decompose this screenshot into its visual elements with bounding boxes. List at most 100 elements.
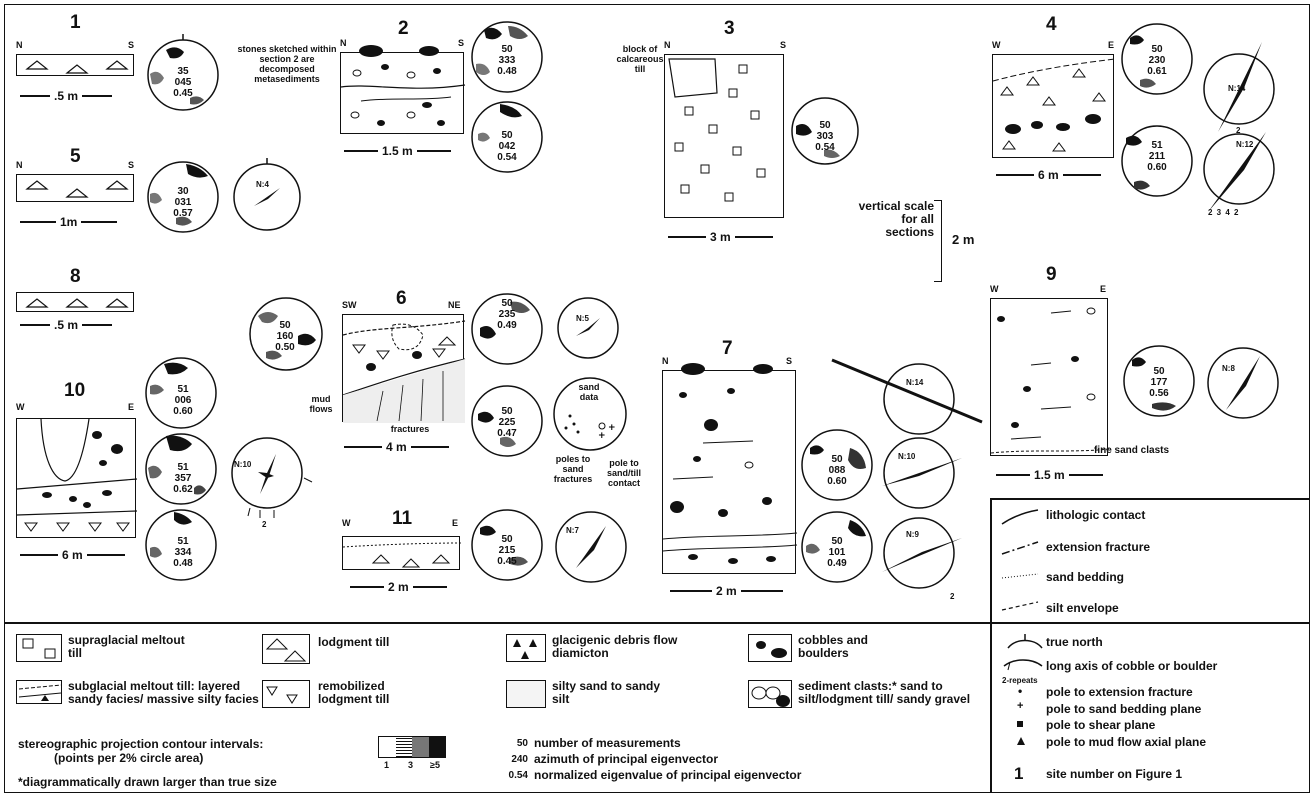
lodgment-swatch	[262, 634, 310, 664]
supraglacial-swatch	[16, 634, 62, 662]
site-7-rose-c-tick: 2	[950, 592, 955, 601]
site-2-left-dir: N	[340, 38, 347, 48]
site-6-rose-count: N:5	[576, 314, 589, 323]
site-10-stereonet-b	[145, 433, 217, 505]
site-3-number: 3	[724, 18, 735, 39]
legend-cobbles: cobbles and boulders	[798, 633, 869, 660]
site-9-scale: 1.5 m	[996, 468, 1103, 482]
lodgment-till-pattern	[25, 60, 129, 74]
site-1-stereonet	[147, 34, 219, 111]
site-4-scale: 6 m	[996, 168, 1101, 182]
site-9-section	[990, 298, 1110, 456]
site-5-number: 5	[70, 146, 81, 167]
figure-frame	[4, 4, 1310, 793]
site-6-scale: 4 m	[344, 440, 449, 454]
site-3-section-drawing	[668, 58, 766, 202]
site-6-stereonet-b	[471, 293, 543, 365]
site-7-scale: 2 m	[670, 584, 783, 598]
legend-sand-bedding: sand bedding	[1046, 570, 1124, 584]
site-6-stereonet-a	[249, 297, 323, 371]
contour-tick-5: ≥5	[430, 760, 440, 770]
site-5-scale: 1m	[20, 215, 118, 229]
site-11-right-dir: E	[452, 518, 459, 528]
pole-extension-marker: •	[1018, 684, 1023, 698]
legend-pole-extension: pole to extension fracture	[1046, 685, 1193, 699]
legend-extension-fracture: extension fracture	[1046, 540, 1151, 554]
site-8-scale: .5 m	[20, 318, 113, 332]
site-8-number: 8	[70, 266, 81, 287]
site-7-rose-diagram-b	[882, 437, 962, 509]
legend-silty-sand: silty sand to sandy silt	[552, 679, 661, 706]
site-4-stereonet-b	[1121, 125, 1193, 197]
site-3-section	[664, 54, 784, 218]
site-7-left-dir: N	[662, 356, 669, 366]
site-11-stereonet	[471, 509, 543, 581]
site-9-number: 9	[1046, 264, 1057, 285]
site-10-rose-tick: 2	[262, 520, 267, 529]
site-10-section	[16, 418, 138, 538]
subglacial-swatch	[16, 680, 62, 704]
site-1-section	[16, 54, 134, 76]
site-3-stereonet	[791, 97, 859, 165]
site-5-stereonet	[147, 161, 219, 233]
site-7-rose-b-count: N:10	[898, 452, 916, 461]
legend-silt-envelope: silt envelope	[1046, 601, 1119, 615]
svg-text:+: +	[598, 431, 606, 441]
debris-swatch	[506, 634, 546, 662]
remobilized-swatch	[262, 680, 310, 708]
site-4-rose-diagram-a	[1203, 42, 1275, 132]
site-7-rose-a-count: N:14	[906, 378, 924, 387]
legend-footnote: *diagrammatically drawn larger than true…	[18, 775, 277, 789]
silt-envelope-symbol	[1001, 601, 1039, 611]
site-2-stereonet-a	[471, 21, 543, 93]
site-2-section	[340, 45, 466, 134]
site-3-note: block of calcareous till	[616, 44, 664, 74]
site-6-fractures-label: fractures	[390, 424, 430, 434]
sediment-clasts-swatch	[748, 680, 792, 708]
legend-contour-sub: (points per 2% circle area)	[54, 751, 204, 765]
site-10-rose-count: N:10	[234, 460, 252, 469]
true-north-symbol	[1007, 634, 1043, 649]
site-11-rose-diagram	[555, 511, 627, 583]
pole-sand-marker: +	[1017, 700, 1024, 712]
site-9-rose-diagram	[1207, 347, 1279, 419]
site-11-left-dir: W	[342, 518, 351, 528]
vertical-scale-label: vertical scale for all sections	[858, 199, 934, 239]
site-6-section-drawing	[342, 320, 466, 423]
site-7-section	[662, 363, 798, 574]
site-5-rose-diagram	[233, 158, 301, 231]
right-legend-top-border	[990, 498, 1310, 500]
lodgment-till-pattern	[25, 180, 129, 198]
site-2-stereonet-b	[471, 101, 543, 173]
site-4-rose-a-tick: 2	[1236, 126, 1241, 135]
site-10-scale: 6 m	[20, 548, 125, 562]
site-3-scale: 3 m	[668, 230, 773, 244]
site-5-rose-count: N:4	[256, 180, 269, 189]
site-7-rose-c-count: N:9	[906, 530, 919, 539]
site-1-left-dir: N	[16, 40, 23, 50]
site-4-rose-b-count: N:12	[1236, 140, 1254, 149]
legend-pole-shear: pole to shear plane	[1046, 718, 1156, 732]
lodgment-till-pattern	[25, 298, 129, 308]
silty-sand-swatch	[506, 680, 546, 708]
site-9-section-drawing	[990, 307, 1110, 454]
site-9-rose-count: N:8	[1222, 364, 1235, 373]
key-n-value: 50	[516, 738, 528, 749]
legend-pole-mud-flow: pole to mud flow axial plane	[1046, 735, 1207, 749]
site-2-scale: 1.5 m	[344, 144, 451, 158]
site-2-note: stones sketched within section 2 are dec…	[237, 44, 337, 84]
site-2-right-dir: S	[458, 38, 465, 48]
site-11-rose-count: N:7	[566, 526, 579, 535]
site-3-right-dir: S	[780, 40, 787, 50]
site-10-stereonet-c	[145, 509, 217, 581]
sand-bedding-symbol	[1001, 573, 1039, 579]
site-4-left-dir: W	[992, 40, 1001, 50]
